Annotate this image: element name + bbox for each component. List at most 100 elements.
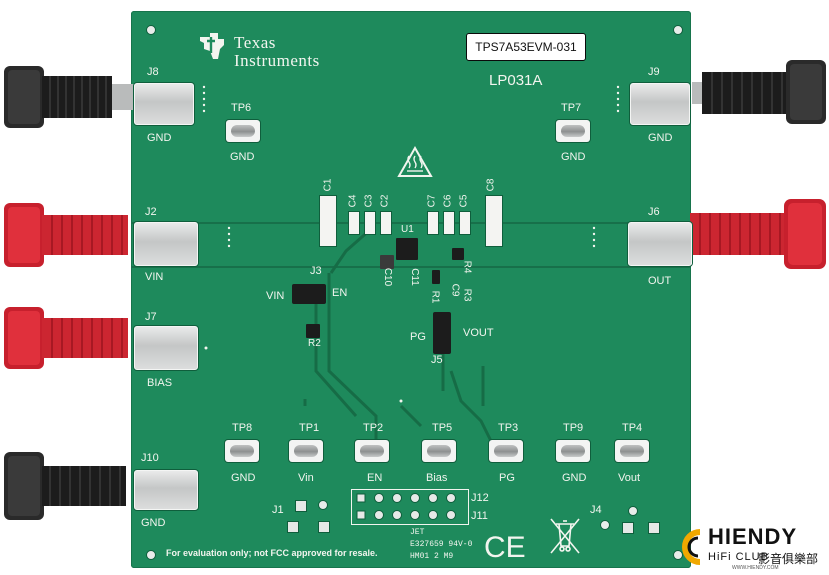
c11-ref: C11 [408,268,420,286]
tp7-ref: TP7 [561,102,582,114]
tp5-label: Bias [426,472,448,484]
j6-ref: J6 [648,206,660,218]
footer-note: For evaluation only; not FCC approved fo… [166,548,378,558]
capacitor-c10-body [380,255,394,269]
tp9-ref: TP9 [563,422,584,434]
test-point-tp6[interactable] [226,120,260,142]
header-j11-j12[interactable] [351,489,469,525]
tp3-label: PG [499,472,515,484]
trace-en [327,273,378,441]
pad-j8 [134,83,194,125]
j5-ref: J5 [431,354,443,366]
c10-ref: C10 [382,267,394,287]
tp6-ref: TP6 [231,102,252,114]
jet-mark: JET [410,528,425,537]
banana-plug-j2-red[interactable] [0,203,140,271]
j4-ref: J4 [590,504,602,516]
test-point-tp3[interactable] [489,440,523,462]
j9-ref: J9 [648,66,660,78]
j4-pin1 [600,520,610,530]
j4-pin3 [622,522,634,534]
tp1-label: Vin [298,472,314,484]
trace-misc [399,404,423,428]
tp3-ref: TP3 [498,422,519,434]
j11-ref: J11 [471,510,488,522]
banana-plug-j6-red[interactable] [690,199,829,273]
c2-ref: C2 [379,194,391,208]
j4-pin4 [648,522,660,534]
j1-pin1 [295,500,307,512]
capacitor-c3 [365,212,375,234]
tp5-ref: TP5 [432,422,453,434]
model-label: TPS7A53EVM-031 [466,33,586,61]
jumper-j3[interactable] [292,284,326,304]
banana-plug-j10-black[interactable] [0,452,140,524]
j7-label: BIAS [147,377,173,389]
resistor-r1-body [432,270,440,284]
hiendy-logo-icon [682,529,701,565]
resistor-r2-body [306,324,320,338]
j1-ref: J1 [272,504,284,516]
u1-ref: U1 [401,224,414,235]
ce-mark: CE [484,531,526,564]
jumper-j5[interactable] [433,312,451,354]
evm-pcb [131,11,691,568]
c5-ref: C5 [458,194,470,208]
tp4-ref: TP4 [622,422,643,434]
ti-name-line2: Instruments [234,51,320,70]
c3-ref: C3 [363,194,375,208]
hiendy-watermark: HIENDY HiFi CLUB 影音俱樂部 WWW.HIENDY.COM [676,524,826,572]
r2-ref: R2 [308,338,321,349]
pad-j2 [134,222,198,266]
banana-plug-j9-black[interactable] [692,60,829,128]
c8-ref: C8 [485,178,497,192]
j2-ref: J2 [145,206,157,218]
tp6-label: GND [230,151,255,163]
capacitor-c1 [320,196,336,246]
cert-line1: E327659 94V-0 [410,540,473,549]
c1-ref: C1 [322,178,334,192]
j10-ref: J10 [141,452,159,464]
capacitor-c6 [444,212,454,234]
tp7-label: GND [561,151,586,163]
j8-ref: J8 [147,66,159,78]
j2-label: VIN [145,271,164,283]
test-point-tp1[interactable] [289,440,323,462]
banana-plug-j8-black[interactable] [0,66,140,132]
j7-ref: J7 [145,311,157,323]
test-point-tp5[interactable] [422,440,456,462]
banana-plug-j7-red[interactable] [0,307,140,373]
j8-label: GND [147,132,172,144]
test-point-tp4[interactable] [615,440,649,462]
pad-j6 [628,222,692,266]
tp9-label: GND [562,472,587,484]
watermark-brand: HIENDY [708,524,798,549]
test-point-tp9[interactable] [556,440,590,462]
j5-vout-label: VOUT [463,327,494,339]
c7-ref: C7 [426,194,438,208]
j5-pg-label: PG [410,331,426,343]
ic-u1 [396,238,418,260]
tp2-label: EN [367,472,383,484]
capacitor-c5 [460,212,470,234]
pad-j7 [134,326,198,370]
tp8-label: GND [231,472,256,484]
j9-label: GND [648,132,673,144]
test-point-tp2[interactable] [355,440,389,462]
trace-pg [449,370,493,442]
trace-vin [314,286,358,417]
test-point-tp7[interactable] [556,120,590,142]
j4-pin2 [628,506,638,516]
weee-bin-icon [550,518,580,554]
r3-ref: R3 [461,288,473,302]
resistor-r4-body [452,248,464,260]
header-pins [356,493,456,520]
c4-ref: C4 [347,194,359,208]
c9-ref: C9 [449,283,461,297]
pcb-traces [131,222,691,442]
capacitor-c8 [486,196,502,246]
capacitor-c7 [428,212,438,234]
ti-name-line1: Texas [234,33,276,52]
test-point-tp8[interactable] [225,440,259,462]
